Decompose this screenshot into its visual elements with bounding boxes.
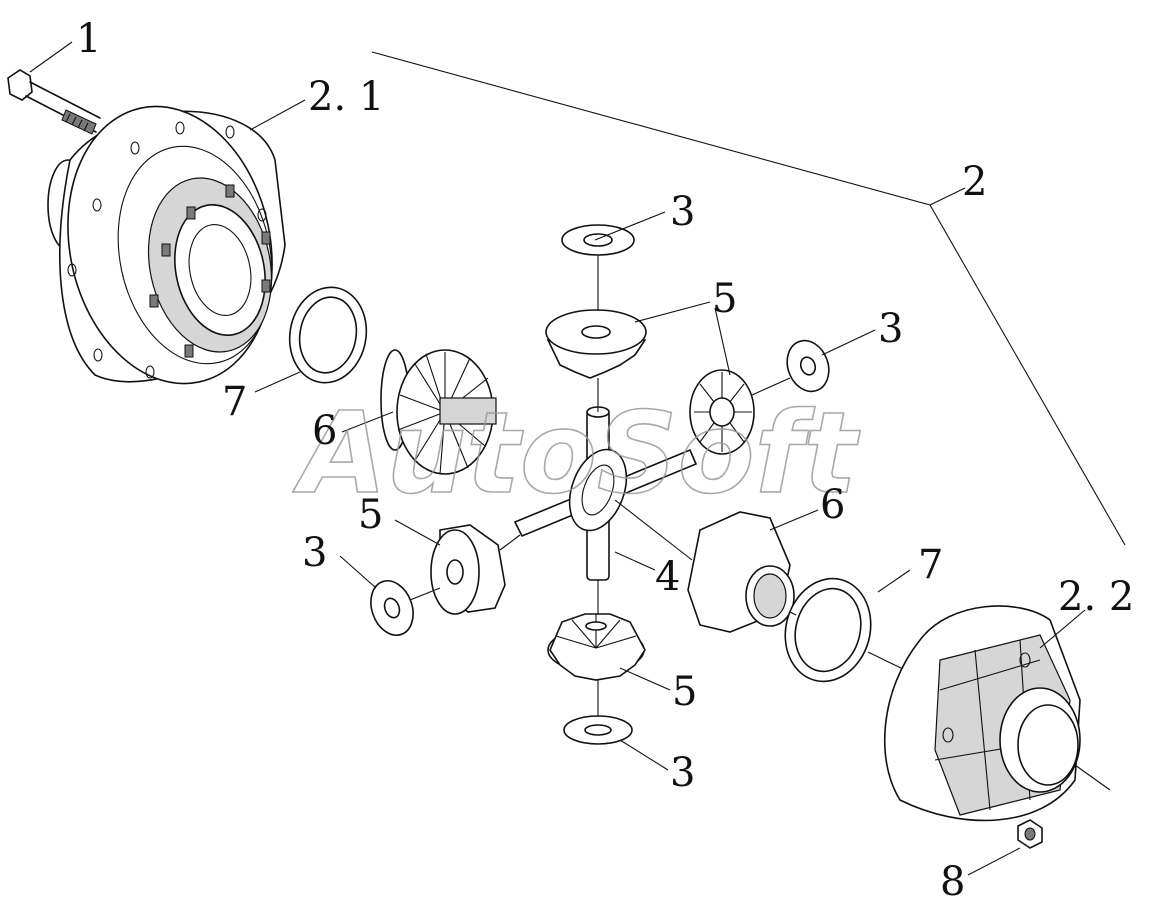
label-part-3-right: 3 xyxy=(878,306,903,352)
label-part-5-left: 5 xyxy=(358,492,383,538)
callout-labels: 1 2. 1 2 3 5 3 7 6 6 5 3 7 4 2. 2 5 3 8 xyxy=(76,16,1134,905)
side-gear-part-6-left xyxy=(380,349,497,475)
label-part-1: 1 xyxy=(76,16,101,62)
washer-part-3-top xyxy=(561,224,635,312)
nut-part-8 xyxy=(1017,819,1043,849)
housing-part-2-2 xyxy=(883,605,1111,822)
bolt-part-1 xyxy=(7,69,101,135)
pinion-gear-part-5-bottom xyxy=(547,580,646,718)
label-part-7-left: 7 xyxy=(222,379,247,425)
thrust-washer-part-7-right xyxy=(784,577,906,683)
label-part-8: 8 xyxy=(940,859,965,905)
pinion-gear-part-5-top xyxy=(545,309,647,412)
label-part-2-2: 2. 2 xyxy=(1058,574,1134,620)
side-gear-part-6-right xyxy=(614,499,795,633)
watermark-text: AutoSoft xyxy=(292,389,860,519)
label-part-2-1: 2. 1 xyxy=(308,74,384,120)
assembly-2-bracket xyxy=(371,51,1126,546)
label-part-2: 2 xyxy=(962,159,987,205)
pinion-gear-part-5-right xyxy=(689,369,755,455)
label-part-6-left: 6 xyxy=(312,408,337,454)
label-part-5-bottom: 5 xyxy=(672,669,697,715)
washer-part-3-bottom xyxy=(563,715,633,745)
label-part-3-left: 3 xyxy=(302,530,327,576)
label-part-7-right: 7 xyxy=(918,542,943,588)
washer-part-3-right xyxy=(751,339,830,396)
label-part-3-bottom: 3 xyxy=(670,750,695,796)
label-part-3-top: 3 xyxy=(670,189,695,235)
pinion-gear-part-5-left xyxy=(430,524,521,615)
housing-part-2-1 xyxy=(47,105,286,385)
label-part-4: 4 xyxy=(655,554,680,600)
thrust-washer-part-7-left xyxy=(288,286,368,384)
washer-part-3-left xyxy=(370,580,441,636)
leader-lines xyxy=(29,41,1086,876)
label-part-6-right: 6 xyxy=(820,482,845,528)
label-part-5-top: 5 xyxy=(712,276,737,322)
